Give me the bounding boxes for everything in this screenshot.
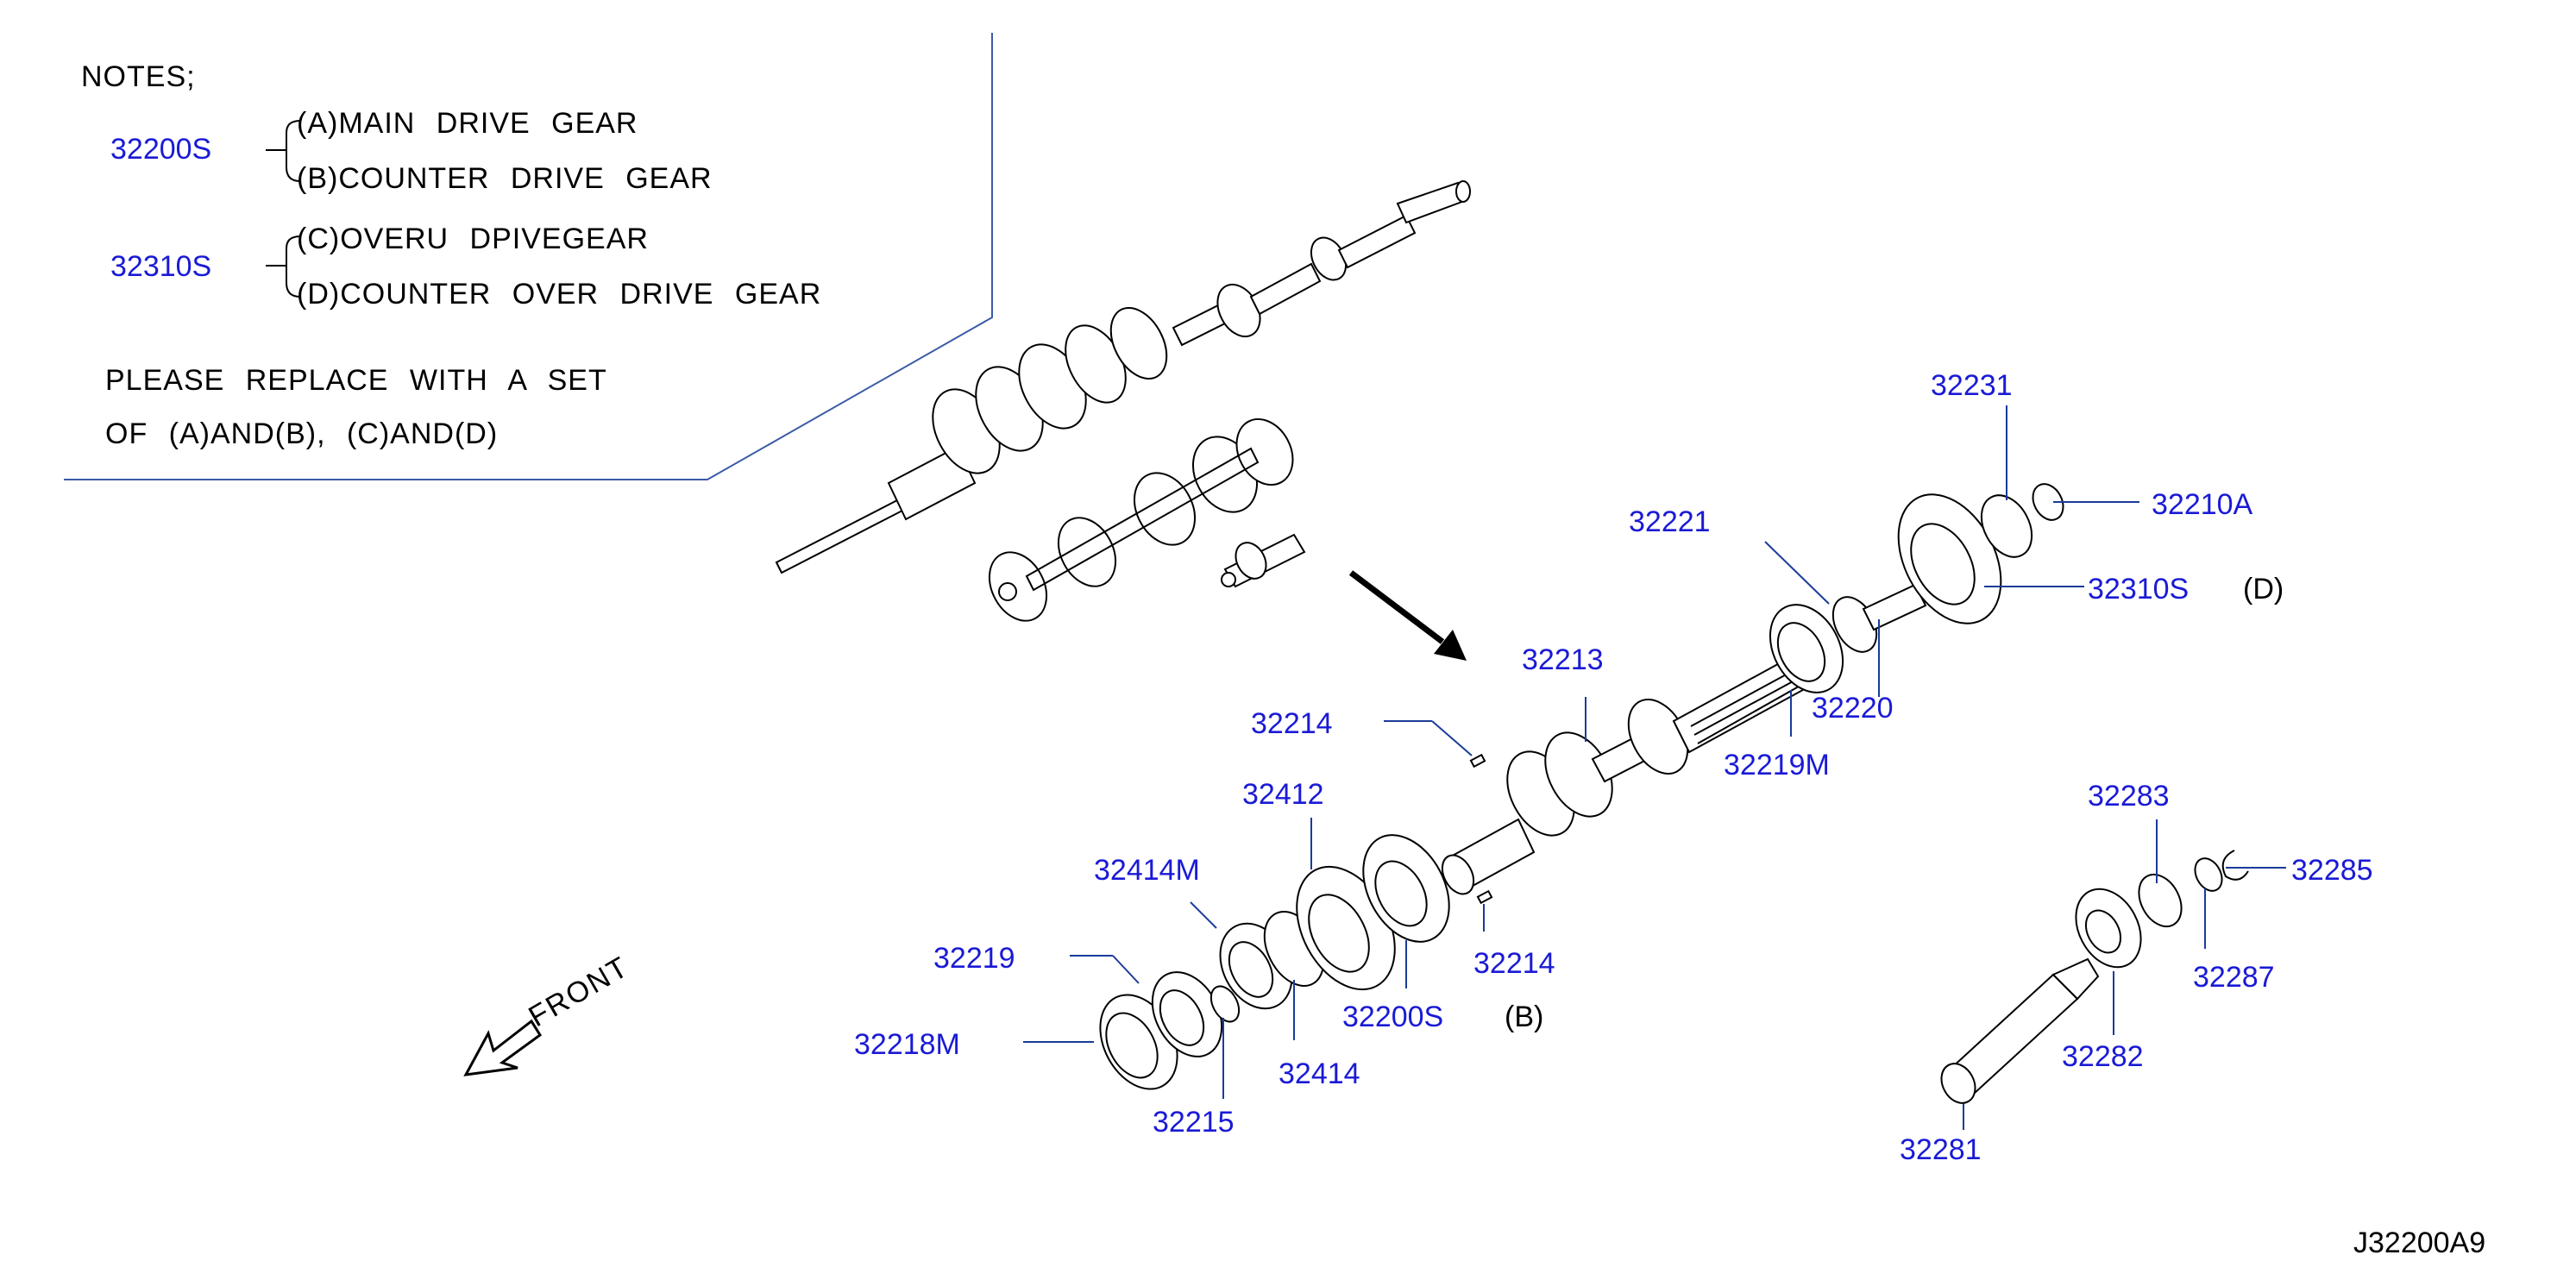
notes-border (64, 33, 993, 480)
main-shaft-assembly (1099, 483, 2064, 1090)
part-label-32214-bottom[interactable]: 32214 (1473, 947, 1555, 980)
counter-shaft-assembly (1940, 850, 2249, 1104)
note-bracket-1 (266, 120, 301, 182)
part-label-32218M[interactable]: 32218M (854, 1028, 960, 1061)
note-bracket-2 (266, 235, 301, 298)
part-label-32220[interactable]: 32220 (1812, 692, 1894, 725)
part-label-32219[interactable]: 32219 (933, 942, 1015, 975)
part-label-32214-top[interactable]: 32214 (1251, 707, 1333, 740)
part-label-32283[interactable]: 32283 (2088, 780, 2170, 813)
marker-b: (B) (1505, 1001, 1544, 1033)
part-label-32231[interactable]: 32231 (1931, 369, 2013, 402)
part-label-32310S[interactable]: 32310S (2088, 573, 2190, 605)
notes-title: NOTES; (81, 60, 196, 93)
part-label-32210A[interactable]: 32210A (2152, 488, 2253, 521)
note-a: (A)MAIN DRIVE GEAR (297, 107, 638, 140)
part-label-32215[interactable]: 32215 (1153, 1106, 1235, 1139)
note-code-32200S: 32200S (110, 133, 212, 166)
note-c: (C)OVERU DPIVEGEAR (297, 223, 649, 255)
part-label-32213[interactable]: 32213 (1522, 643, 1604, 676)
part-label-32414M[interactable]: 32414M (1094, 854, 1200, 887)
part-label-32285[interactable]: 32285 (2291, 854, 2373, 887)
leader-lines (1023, 405, 2286, 1130)
part-label-32221[interactable]: 32221 (1629, 505, 1711, 538)
front-arrow-icon (463, 1019, 543, 1076)
overview-assembly (775, 180, 1471, 622)
marker-d: (D) (2243, 573, 2284, 605)
note-b: (B)COUNTER DRIVE GEAR (297, 162, 713, 195)
note-d: (D)COUNTER OVER DRIVE GEAR (297, 278, 822, 311)
part-label-32282[interactable]: 32282 (2062, 1040, 2144, 1073)
part-label-32287[interactable]: 32287 (2193, 961, 2275, 994)
note-replace-line1: PLEASE REPLACE WITH A SET (105, 364, 607, 397)
note-code-32310S: 32310S (110, 250, 212, 283)
part-label-32412[interactable]: 32412 (1242, 778, 1324, 811)
drawing-code: J32200A9 (2353, 1227, 2486, 1259)
note-replace-line2: OF (A)AND(B), (C)AND(D) (105, 417, 499, 450)
part-label-32414[interactable]: 32414 (1279, 1057, 1360, 1090)
direction-arrow-icon (1348, 570, 1467, 661)
part-label-32219M[interactable]: 32219M (1724, 749, 1830, 781)
part-label-32200S[interactable]: 32200S (1342, 1001, 1444, 1033)
part-label-32281[interactable]: 32281 (1900, 1133, 1982, 1166)
